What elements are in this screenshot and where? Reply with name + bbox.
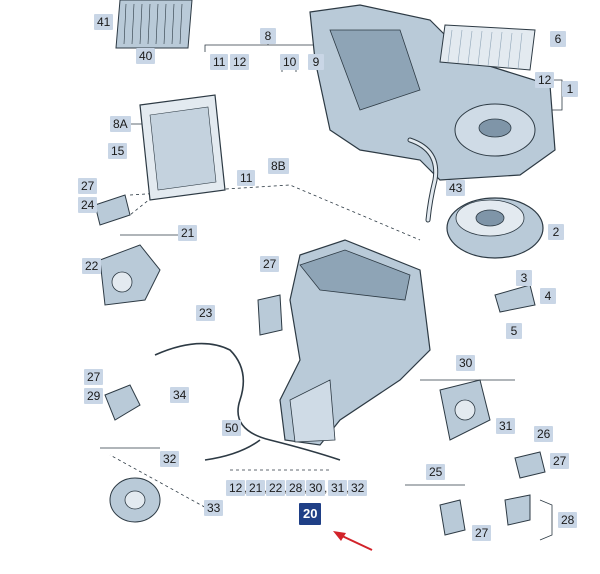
- sublist-22: 22: [266, 480, 286, 496]
- label-28: 28: [558, 512, 578, 528]
- label-3: 3: [516, 270, 532, 286]
- label-27e: 27: [472, 525, 492, 541]
- label-11b: 11: [237, 170, 256, 186]
- label-29: 29: [84, 388, 104, 404]
- part-24-actuator: [94, 194, 131, 226]
- sublist-32: 32: [348, 480, 368, 496]
- part-50-wiring: [154, 342, 341, 461]
- part-6-cabin-filter: [439, 24, 536, 71]
- label-12b: 12: [535, 72, 555, 88]
- dashed-frame-heater: [129, 184, 421, 241]
- label-34: 34: [170, 387, 190, 403]
- label-12: 12: [230, 54, 250, 70]
- sublist-28: 28: [286, 480, 306, 496]
- label-6: 6: [550, 31, 566, 47]
- label-41: 41: [94, 14, 114, 30]
- label-4: 4: [540, 288, 556, 304]
- label-43: 43: [446, 180, 466, 196]
- part-20-lower-housing: [279, 239, 431, 446]
- part-29-actuator: [104, 384, 141, 421]
- part-8a-heater-core: [139, 94, 226, 201]
- label-23: 23: [196, 305, 216, 321]
- label-10: 10: [280, 54, 300, 70]
- part-1-upper-housing: [309, 4, 556, 181]
- label-33: 33: [204, 500, 224, 516]
- label-27a: 27: [78, 178, 98, 194]
- label-15: 15: [108, 143, 128, 159]
- sublist-21: 21: [246, 480, 266, 496]
- label-11: 11: [210, 54, 229, 70]
- bracket-8: [204, 44, 321, 52]
- sublist-30: 30: [306, 480, 326, 496]
- part-23-motor: [257, 294, 283, 336]
- sublist-31: 31: [328, 480, 348, 496]
- label-20-highlighted[interactable]: 20: [299, 503, 322, 525]
- label-40: 40: [136, 48, 156, 64]
- label-8b: 8B: [268, 158, 289, 174]
- part-2-blower: [446, 197, 544, 259]
- label-32: 32: [160, 451, 180, 467]
- label-5: 5: [506, 323, 522, 339]
- label-25: 25: [426, 464, 446, 480]
- part-4-resistor: [494, 284, 536, 313]
- pointer-arrow: [333, 531, 373, 551]
- part-30-actuator: [439, 379, 491, 441]
- part-28-sensor: [504, 494, 531, 526]
- label-9: 9: [308, 54, 324, 70]
- label-1: 1: [562, 81, 578, 97]
- label-22: 22: [82, 258, 102, 274]
- label-8a: 8A: [110, 116, 131, 132]
- bracket-28: [539, 499, 553, 541]
- label-27d: 27: [550, 453, 570, 469]
- part-26-sensor: [514, 451, 546, 479]
- label-26: 26: [534, 426, 554, 442]
- part-40-grille: [115, 0, 193, 49]
- label-27b: 27: [260, 256, 280, 272]
- part-32-actuator: [109, 477, 161, 523]
- label-50: 50: [222, 420, 242, 436]
- label-24: 24: [78, 197, 98, 213]
- sublist-12: 12: [226, 480, 246, 496]
- label-30: 30: [456, 355, 476, 371]
- label-27c: 27: [84, 369, 104, 385]
- label-8: 8: [260, 28, 276, 44]
- part-25-actuator: [439, 499, 466, 536]
- part-22-actuator: [99, 244, 161, 306]
- label-31: 31: [496, 418, 516, 434]
- label-21: 21: [178, 225, 198, 241]
- label-2: 2: [548, 224, 564, 240]
